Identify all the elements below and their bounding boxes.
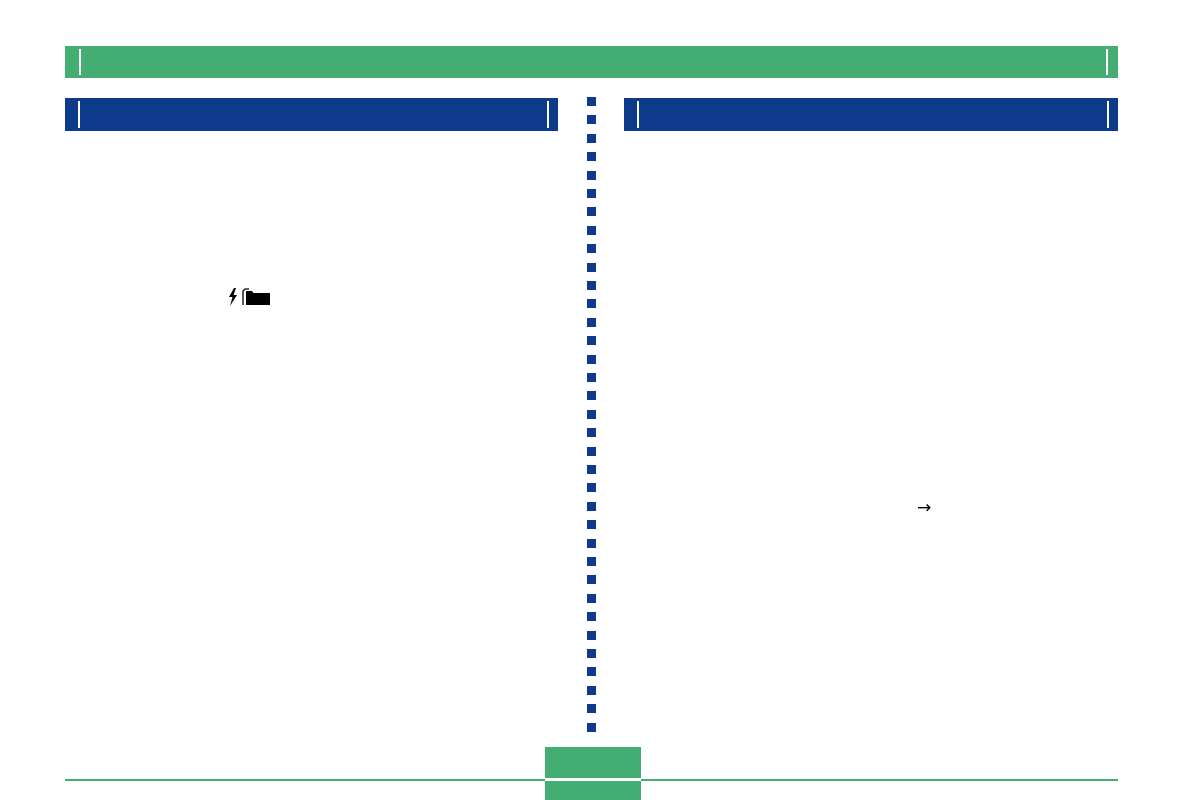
divider-dot bbox=[587, 538, 596, 548]
left-section-heading bbox=[65, 98, 558, 131]
divider-dot bbox=[587, 133, 596, 143]
flash-icon bbox=[229, 288, 237, 306]
divider-dot bbox=[587, 520, 596, 530]
left-heading-left-cap bbox=[78, 101, 80, 128]
divider-dot bbox=[587, 649, 596, 658]
right-section-heading bbox=[624, 98, 1118, 131]
folder-icon bbox=[242, 288, 270, 305]
divider-dot bbox=[587, 667, 596, 677]
divider-dot bbox=[587, 483, 596, 493]
divider-dot bbox=[587, 189, 596, 198]
divider-dot bbox=[587, 465, 596, 474]
divider-dot bbox=[587, 281, 596, 290]
divider-dot bbox=[587, 593, 596, 603]
divider-dot bbox=[587, 299, 596, 309]
right-heading-right-cap bbox=[1107, 101, 1109, 128]
header-bar-left-cap bbox=[79, 49, 81, 75]
right-heading-left-cap bbox=[637, 101, 639, 128]
divider-dot bbox=[587, 97, 596, 106]
divider-dot bbox=[587, 225, 596, 235]
mode-icons bbox=[228, 288, 271, 306]
divider-dot bbox=[587, 336, 596, 346]
column-divider bbox=[587, 97, 597, 737]
divider-dot bbox=[587, 557, 596, 566]
divider-dot bbox=[587, 409, 596, 419]
divider-dot bbox=[587, 685, 596, 695]
page-tab-gap bbox=[545, 778, 641, 781]
divider-dot bbox=[587, 704, 596, 714]
divider-dot bbox=[587, 354, 596, 364]
divider-dot bbox=[587, 317, 596, 327]
divider-dot bbox=[587, 428, 596, 438]
divider-dot bbox=[587, 501, 596, 511]
divider-dot bbox=[587, 446, 596, 456]
divider-dot bbox=[587, 115, 596, 125]
divider-dot bbox=[587, 170, 596, 180]
divider-dot bbox=[587, 373, 596, 382]
page-number-tab bbox=[545, 747, 641, 800]
divider-dot bbox=[587, 244, 596, 254]
divider-dot bbox=[587, 391, 596, 401]
divider-dot bbox=[587, 575, 596, 585]
chapter-header-bar bbox=[65, 46, 1118, 78]
header-bar-right-cap bbox=[1106, 49, 1108, 75]
divider-dot bbox=[587, 207, 596, 217]
left-heading-right-cap bbox=[547, 101, 549, 128]
divider-dot bbox=[587, 722, 596, 732]
divider-dot bbox=[587, 152, 596, 162]
divider-dot bbox=[587, 630, 596, 640]
divider-dot bbox=[587, 262, 596, 272]
right-arrow-icon: → bbox=[917, 498, 932, 518]
divider-dot bbox=[587, 612, 596, 622]
